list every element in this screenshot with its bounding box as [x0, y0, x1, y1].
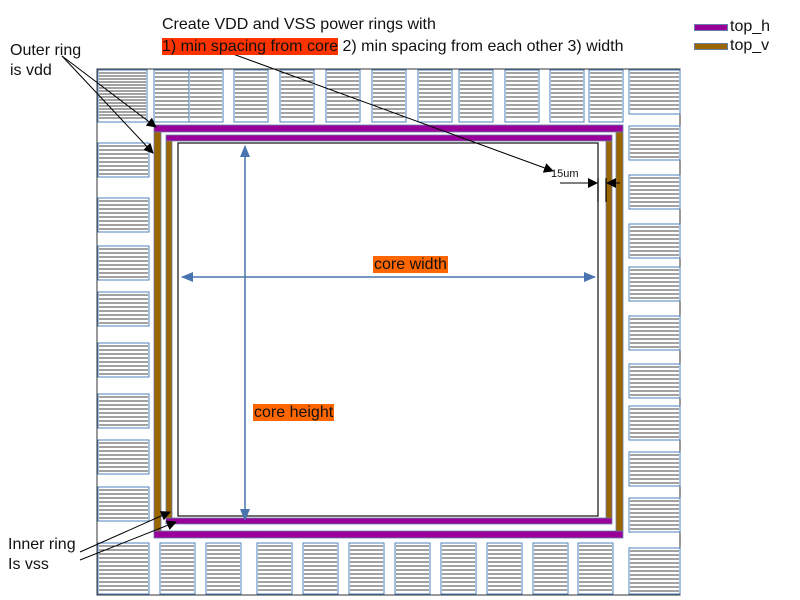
io-pad [159, 542, 196, 595]
io-pad [97, 393, 150, 429]
title-line-2: 1) min spacing from core 2) min spacing … [162, 37, 624, 56]
io-pad [628, 125, 681, 161]
core-area [177, 142, 599, 517]
outer-ring-top [153, 124, 624, 133]
spacing-label: 15um [551, 168, 579, 180]
outer-ring-vdd [153, 124, 624, 539]
io-pad [188, 69, 224, 123]
outer-ring-left [153, 131, 162, 532]
title-pointer-arrow [221, 49, 554, 173]
io-pad [628, 451, 681, 487]
inner-ring-bottom [165, 517, 613, 525]
legend-item-top-h: top_h [694, 18, 770, 36]
core-height-label: core height [253, 404, 335, 421]
io-pad [233, 69, 269, 123]
io-pad [458, 69, 494, 123]
io-pad [628, 174, 681, 210]
outer-ring-pointer-1 [61, 55, 157, 128]
io-pad [279, 69, 315, 123]
outer-ring-bottom [153, 530, 624, 539]
io-pad [97, 291, 150, 327]
io-pad [577, 542, 614, 595]
io-pad [205, 542, 242, 595]
io-pad [302, 542, 339, 595]
io-pad [348, 542, 385, 595]
io-pad [628, 497, 681, 533]
io-pad [440, 542, 477, 595]
io-pad [97, 142, 150, 178]
inner-ring-pointer-1 [79, 511, 171, 553]
io-pad [628, 69, 681, 115]
io-pad [417, 69, 453, 123]
io-pad [504, 69, 540, 123]
io-pad [588, 69, 624, 123]
io-pad [97, 486, 150, 522]
inner-ring-label-line-1: Inner ring [8, 536, 76, 553]
io-pad [97, 245, 150, 281]
io-pad [628, 363, 681, 399]
io-pad [628, 405, 681, 441]
io-pad [97, 197, 150, 233]
outer-ring-pointer-2 [61, 55, 154, 154]
outer-ring-right [615, 131, 624, 532]
io-pad [628, 266, 681, 302]
io-pad [97, 542, 150, 595]
title-line-1: Create VDD and VSS power rings with [162, 16, 436, 33]
inner-ring-right [605, 140, 613, 519]
inner-ring-label-line-2: Is vss [8, 556, 49, 573]
io-pad [628, 547, 681, 595]
outer-ring-label-line-1: Outer ring [10, 42, 82, 59]
legend-swatch-top-h [694, 23, 728, 31]
io-pad [371, 69, 407, 123]
io-pad [97, 69, 148, 123]
io-pad [532, 542, 569, 595]
io-pad [628, 315, 681, 351]
io-pad [394, 542, 431, 595]
io-pad [549, 69, 585, 123]
io-pad [153, 69, 192, 123]
inner-ring-top [165, 134, 613, 142]
inner-ring-pointer-2 [79, 520, 177, 561]
io-pad [256, 542, 293, 595]
io-pad [325, 69, 361, 123]
inner-ring-left [165, 140, 173, 519]
legend-label: top_h [730, 18, 771, 35]
io-pad [97, 342, 150, 378]
io-pad [628, 223, 681, 259]
core-width-label: core width [373, 256, 448, 273]
io-pad [486, 542, 523, 595]
spacing-dimension [560, 178, 620, 202]
legend-label: top_v [730, 37, 770, 54]
io-pad [97, 439, 150, 475]
outer-ring-label-line-2: is vdd [10, 62, 52, 79]
legend-swatch-top-v [694, 42, 728, 50]
legend-item-top-v: top_v [694, 37, 769, 55]
title-rest: 2) min spacing from each other 3) width [338, 38, 624, 55]
title-highlight-core-spacing: 1) min spacing from core [162, 38, 339, 55]
